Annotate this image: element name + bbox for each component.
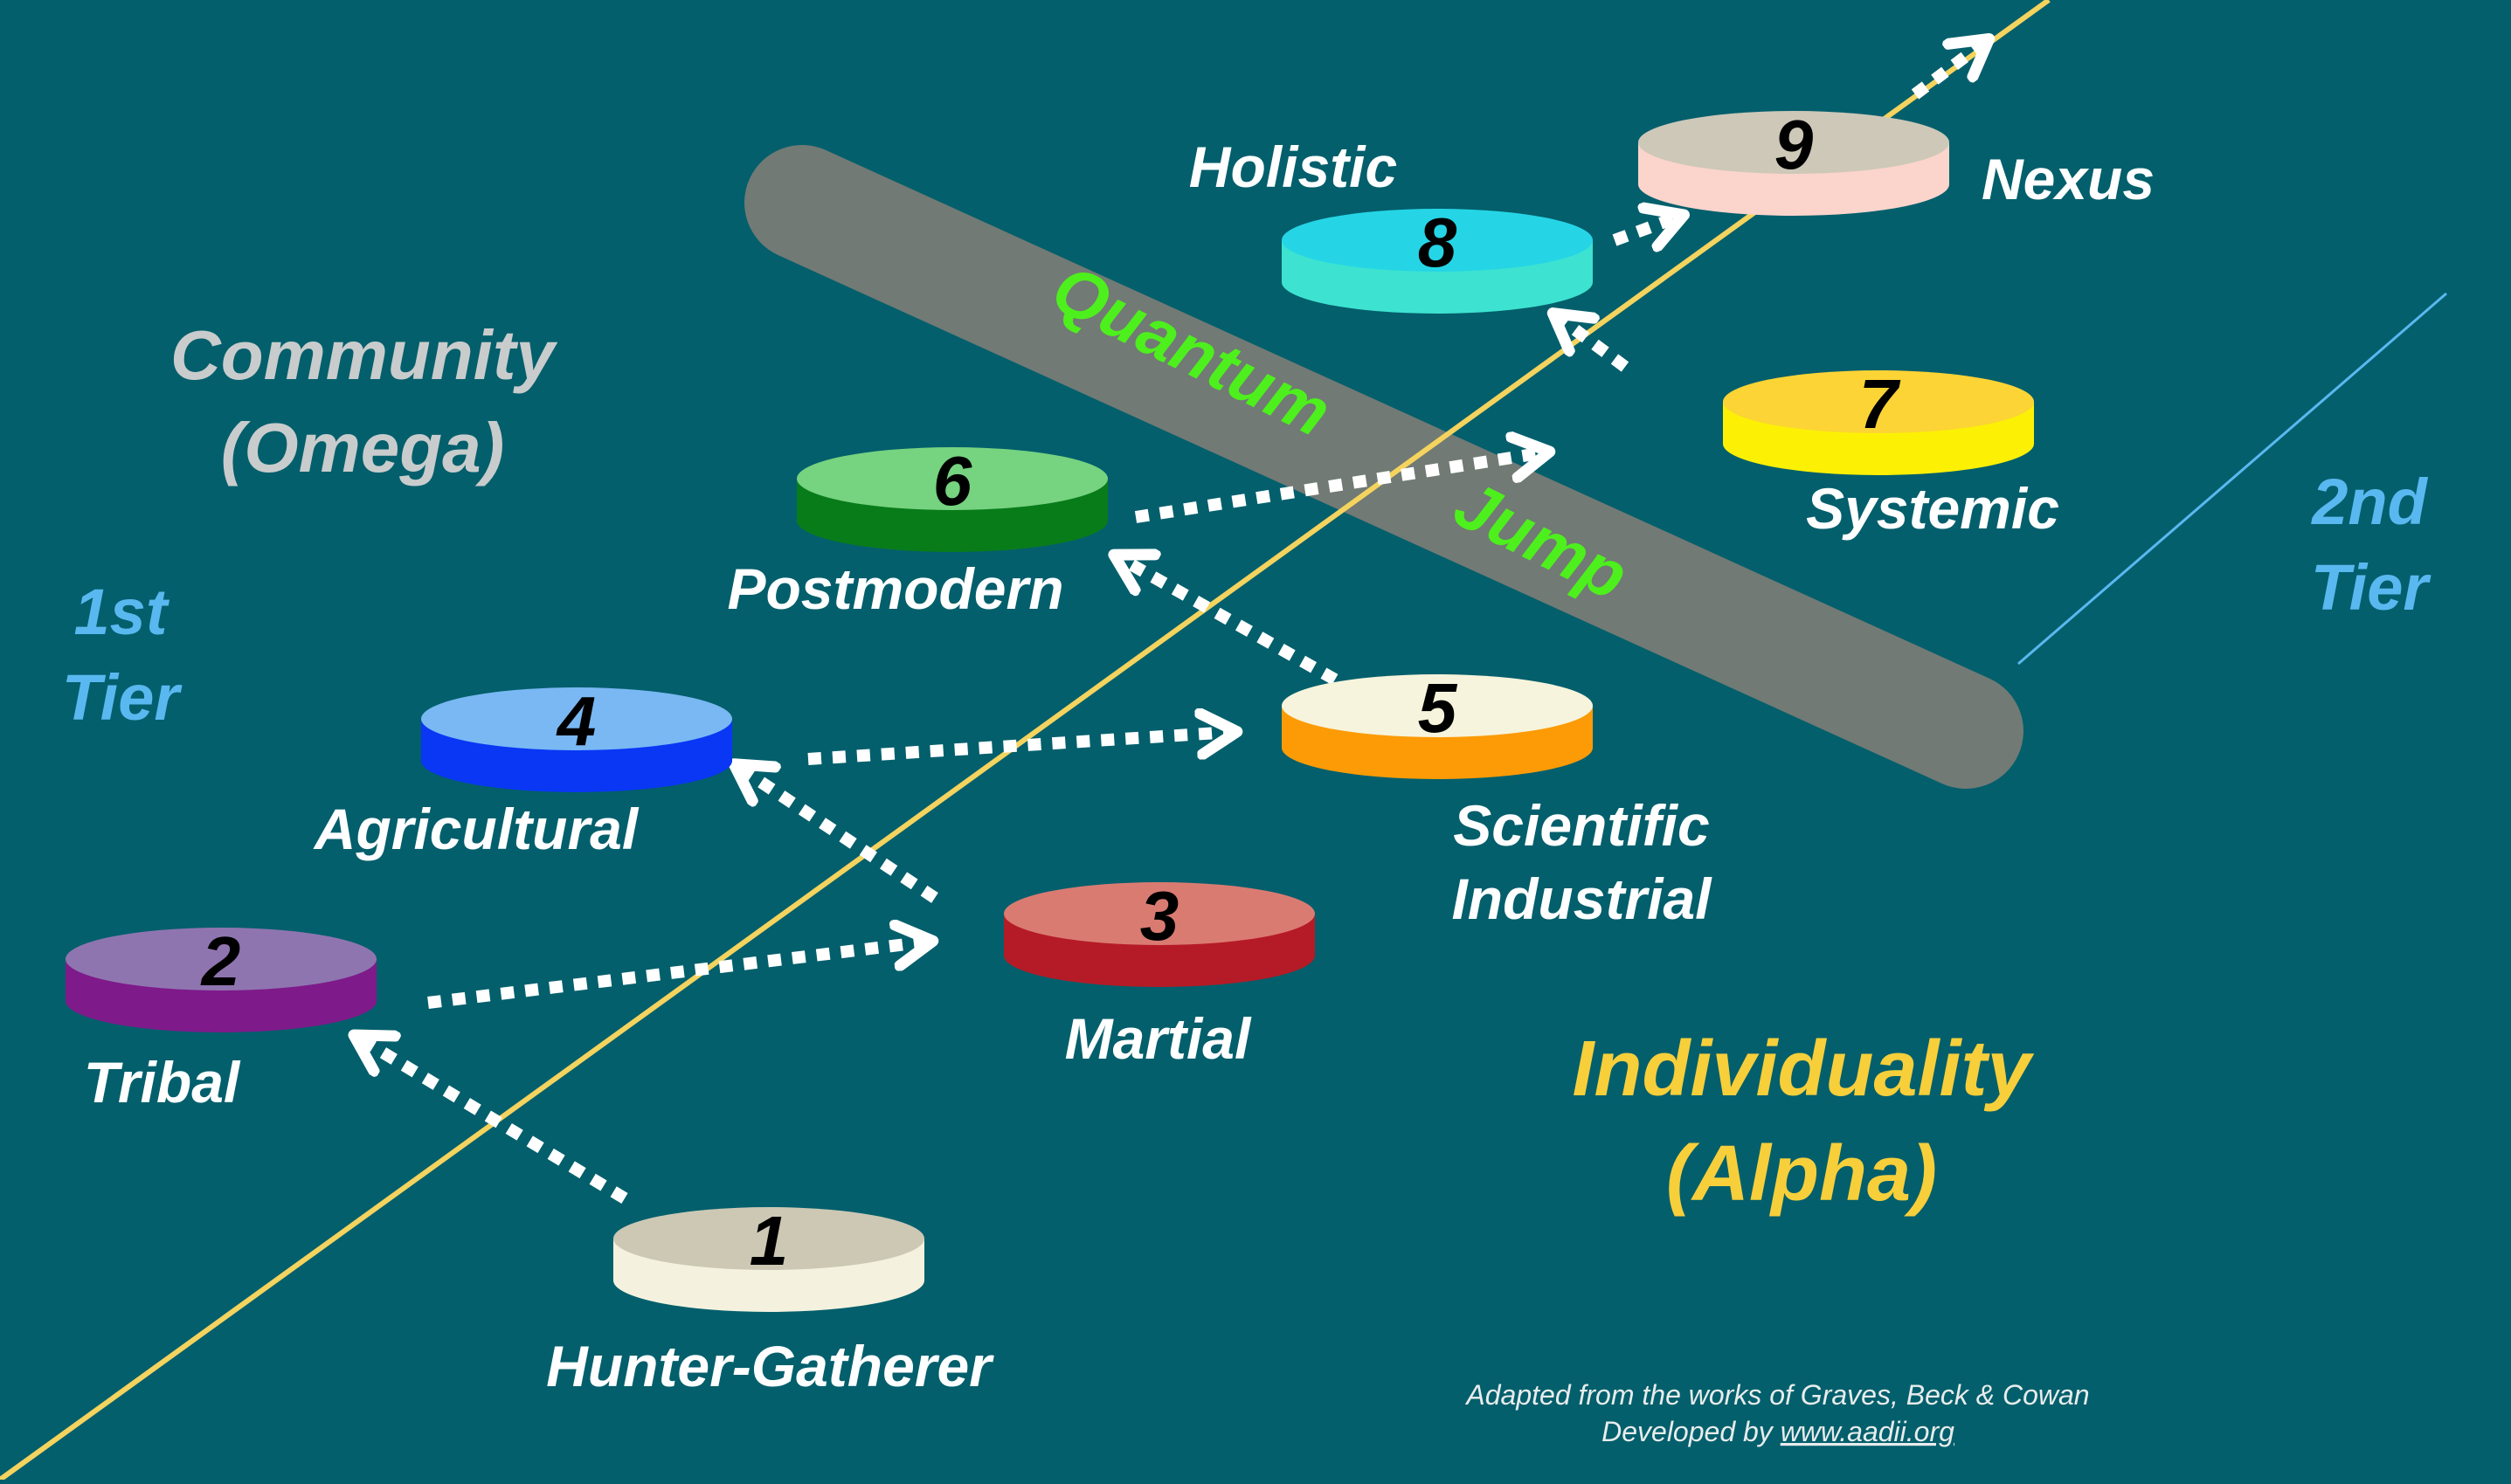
first-tier-label-line2: Tier: [62, 661, 183, 734]
arrow-2-to-3: [427, 942, 928, 1009]
community-label: Community: [170, 316, 558, 394]
diagonal-axis-line: [0, 0, 2051, 1482]
region-labels: Community (Omega) Individuality (Alpha) …: [62, 316, 2432, 1218]
quantum-jump-band-shape: [744, 145, 2023, 789]
credits-prefix: Developed by: [1601, 1416, 1781, 1447]
stage-7-disc-top: [1723, 370, 2034, 433]
stage-2-label: Tribal: [84, 1050, 241, 1115]
stage-1-disc-top: [613, 1207, 924, 1270]
stage-7-number: 7: [1859, 365, 1901, 443]
stage-discs: 1 2 3 4 5 6 7 8 9: [66, 106, 2034, 1312]
stage-8-number: 8: [1418, 204, 1457, 281]
arrow-4-to-5: [807, 732, 1232, 765]
aadii-link[interactable]: www.aadii.org: [1781, 1416, 1954, 1447]
stage-4-label: Agricultural: [313, 797, 640, 861]
stage-3-label: Martial: [1065, 1006, 1252, 1071]
stage-5-label-line2: Industrial: [1451, 866, 1712, 931]
arrow-8-to-9: [1612, 217, 1679, 240]
stage-5-disc: 5: [1282, 669, 1593, 779]
stage-4-number: 4: [556, 682, 597, 760]
stage-3-disc-top: [1004, 882, 1315, 945]
stage-5-disc-top: [1282, 674, 1593, 737]
stage-1-label: Hunter-Gatherer: [546, 1334, 994, 1398]
stage-7-label: Systemic: [1806, 476, 2059, 541]
omega-label: (Omega): [221, 409, 505, 487]
tier-divider-line: [2017, 292, 2447, 666]
stage-6-disc: 6: [797, 442, 1108, 552]
stage-6-number: 6: [933, 442, 972, 520]
arrow-1-to-2: [358, 1038, 628, 1204]
stage-3-disc: 3: [1004, 877, 1315, 987]
second-tier-label-line1: 2nd: [2310, 466, 2428, 538]
stage-7-disc: 7: [1723, 365, 2034, 475]
stage-5-label-line1: Scientific: [1453, 793, 1709, 858]
stage-6-label: Postmodern: [727, 556, 1063, 621]
stage-2-disc-top: [66, 928, 377, 990]
stage-2-disc: 2: [66, 922, 377, 1032]
stage-8-disc-top: [1282, 209, 1593, 272]
transition-arrows: [358, 42, 1985, 1204]
first-tier-label-line1: 1st: [74, 576, 170, 648]
alpha-label: (Alpha): [1666, 1130, 1937, 1218]
stage-9-number: 9: [1774, 106, 1814, 183]
stage-9-disc-top: [1638, 111, 1949, 174]
second-tier-label-line2: Tier: [2311, 551, 2432, 624]
stage-9-label: Nexus: [1982, 147, 2155, 211]
stage-3-number: 3: [1140, 877, 1179, 955]
stage-4-disc-top: [421, 687, 732, 750]
arrow-5-to-6: [1118, 557, 1339, 686]
stage-1-number: 1: [750, 1202, 789, 1280]
stage-8-disc: 8: [1282, 204, 1593, 314]
credits-line-2: Developed by www.aadii.org: [1601, 1416, 1954, 1447]
stage-9-disc: 9: [1638, 106, 1949, 216]
stage-2-number: 2: [200, 922, 241, 1000]
stage-1-disc: 1: [613, 1202, 924, 1312]
credits-line-1: Adapted from the works of Graves, Beck &…: [1464, 1379, 2089, 1411]
stage-5-number: 5: [1418, 669, 1458, 747]
arrow-6-to-7: [1134, 452, 1545, 523]
credits: Adapted from the works of Graves, Beck &…: [1464, 1379, 2089, 1447]
stage-6-disc-top: [797, 447, 1108, 510]
stage-8-label: Holistic: [1189, 135, 1397, 199]
stage-4-disc: 4: [421, 682, 732, 792]
stage-labels: Hunter-Gatherer Tribal Martial Agricultu…: [84, 135, 2155, 1398]
arrow-3-to-4: [738, 767, 938, 903]
individuality-label: Individuality: [1572, 1025, 2034, 1113]
